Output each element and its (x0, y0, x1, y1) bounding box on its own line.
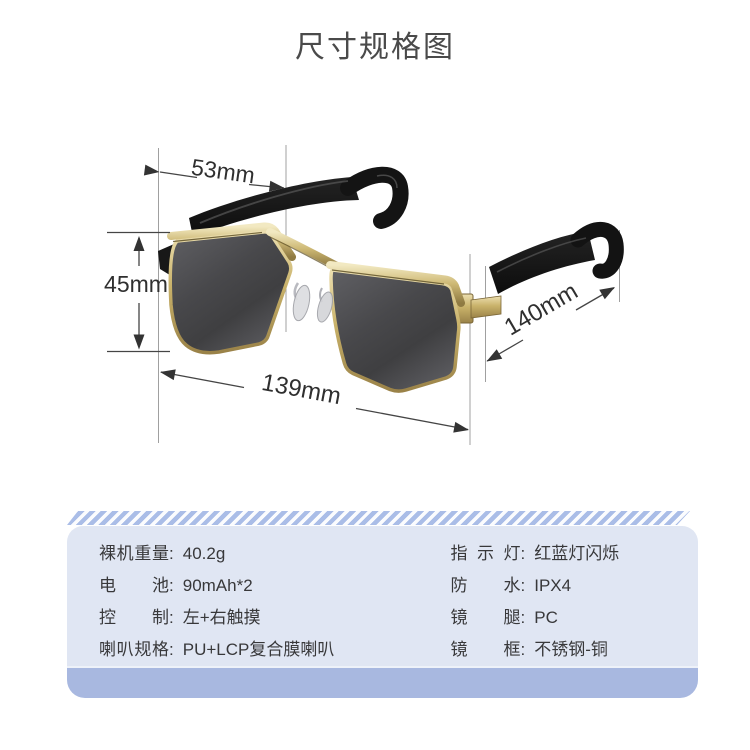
hatch-border (67, 511, 690, 525)
spec-row-control: 控制: 左+右触摸 (99, 602, 383, 634)
spec-row-waterproof: 防水: IPX4 (451, 570, 699, 602)
spec-colon: : (169, 576, 174, 595)
arrow-right-icon (453, 421, 469, 433)
spec-row-frame-material: 镜框: 不锈钢-铜 (451, 634, 699, 666)
left-temple (189, 177, 359, 237)
spec-label: 镜腿 (450, 608, 521, 627)
spec-label: 电池 (99, 576, 169, 595)
spec-colon: : (169, 640, 174, 659)
spec-label: 裸机重量 (99, 544, 169, 563)
nose-pad-right (316, 291, 334, 323)
spec-colon: : (520, 576, 526, 595)
spec-row-speaker: 喇叭规格: PU+LCP复合膜喇叭 (99, 634, 383, 666)
spec-column-right: 指示灯: 红蓝灯闪烁 防水: IPX4 镜腿: PC 镜框: 不锈钢-铜 (383, 538, 699, 666)
arrow-up-right-icon (599, 287, 615, 300)
spec-colon: : (520, 608, 526, 627)
spec-label: 防水 (450, 576, 521, 595)
left-temple-highlight (199, 180, 349, 224)
sunglasses (158, 166, 624, 393)
right-temple-highlight (496, 237, 587, 273)
spec-panel-footer (67, 666, 698, 698)
spec-row-indicator: 指示灯: 红蓝灯闪烁 (451, 538, 699, 570)
arrow-down-left-icon (486, 349, 503, 362)
right-hinge-bar (470, 295, 502, 319)
spec-label: 镜框 (450, 640, 521, 659)
arrow-down-icon (133, 334, 145, 350)
right-top-bar-shadow (331, 269, 445, 285)
right-temple-ear-hook (570, 222, 624, 279)
arrow-up-icon (133, 236, 145, 251)
spec-row-weight: 裸机重量:40.2g (99, 538, 383, 570)
dimension-lens-height: 45mm (104, 231, 170, 353)
dimension-label-lens-width: 53mm (190, 154, 257, 189)
spec-value: PU+LCP复合膜喇叭 (182, 640, 335, 659)
left-hook-highlight (376, 174, 398, 189)
spec-value: 40.2g (182, 544, 226, 563)
arrow-right-icon (268, 180, 285, 192)
spec-label: 指示灯 (450, 544, 521, 563)
sunglasses-diagram: 53mm 45mm 139mm 140mm (104, 145, 624, 445)
arrow-left-icon (160, 369, 176, 381)
spec-value: PC (534, 608, 558, 627)
spec-panel: 裸机重量:40.2g 电池:90mAh*2 控制:左+右触摸 喇叭规格:PU+L… (67, 511, 698, 698)
spec-value: 红蓝灯闪烁 (534, 544, 620, 563)
dimension-lens-width: 53mm (143, 154, 285, 192)
spec-column-left: 裸机重量:40.2g 电池:90mAh*2 控制:左+右触摸 喇叭规格:PU+L… (67, 538, 383, 666)
dimension-label-temple-length: 140mm (500, 278, 583, 342)
spec-label: 喇叭规格 (99, 640, 169, 659)
left-top-bar-shadow (172, 231, 263, 243)
spec-value: 不锈钢-铜 (534, 640, 608, 659)
right-temple (489, 231, 595, 294)
left-temple-ear-hook (340, 166, 409, 229)
spec-colon: : (520, 544, 526, 563)
spec-panel-body: 裸机重量:40.2g 电池:90mAh*2 控制:左+右触摸 喇叭规格:PU+L… (67, 526, 698, 666)
page-title: 尺寸规格图 (295, 31, 455, 64)
left-lens (168, 230, 293, 355)
spec-value: 90mAh*2 (182, 576, 253, 595)
dimension-label-frame-width: 139mm (260, 369, 344, 410)
dimension-temple-length: 140mm (486, 278, 615, 362)
nose-pad-left (292, 284, 311, 322)
arrow-left-icon (143, 164, 160, 176)
dimension-label-lens-height: 45mm (104, 271, 168, 297)
spec-colon: : (520, 640, 526, 659)
spec-value: IPX4 (534, 576, 572, 595)
right-lens (329, 268, 461, 393)
right-top-bar (326, 261, 465, 307)
spec-row-temple-material: 镜腿: PC (451, 602, 699, 634)
spec-colon: : (169, 608, 174, 627)
spec-value: 左+右触摸 (182, 608, 261, 627)
spec-label: 控制 (99, 608, 169, 627)
spec-row-battery: 电池:90mAh*2 (99, 570, 383, 602)
spec-colon: : (169, 544, 174, 563)
